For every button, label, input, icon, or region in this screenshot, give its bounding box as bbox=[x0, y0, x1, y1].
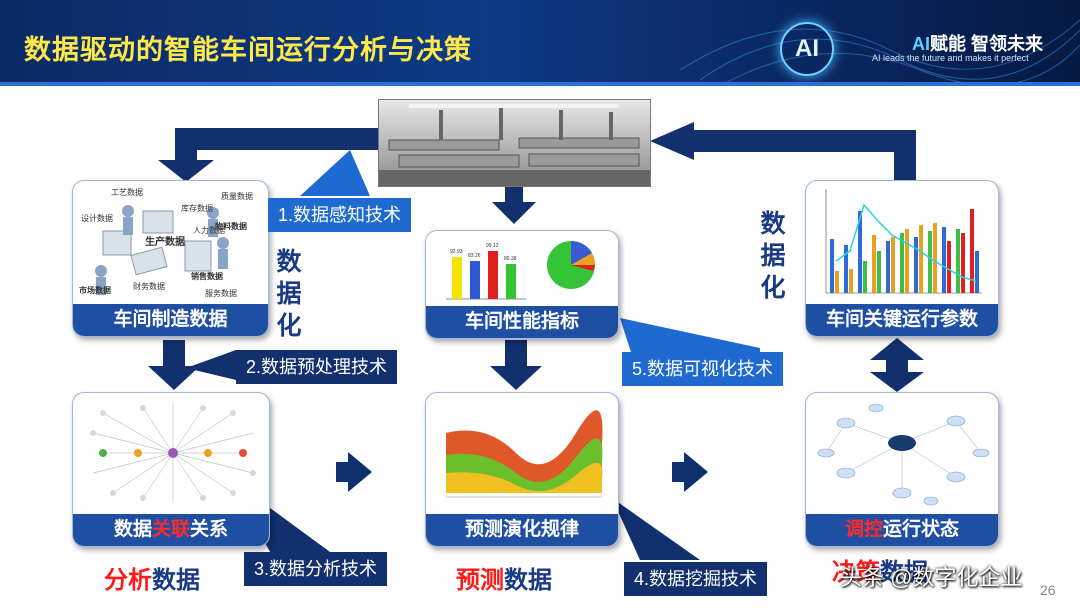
label-blue: 数据 bbox=[880, 559, 928, 586]
datafication-left: 数 据 化 bbox=[274, 246, 304, 342]
technique-sensing: 1.数据感知技术 bbox=[268, 198, 412, 232]
tag-production: 生产数据 bbox=[145, 235, 185, 248]
card-control-state: 调控运行状态 bbox=[805, 392, 999, 547]
tag-material: 物料数据 bbox=[215, 221, 247, 231]
bar-4 bbox=[506, 264, 516, 299]
factory-photo bbox=[378, 99, 651, 187]
vert-char: 数 bbox=[276, 248, 302, 276]
card-label: 数据关联关系 bbox=[73, 514, 269, 546]
brand-ai: AI bbox=[912, 34, 930, 54]
tag-quality: 质量数据 bbox=[221, 191, 253, 201]
label-post: 关系 bbox=[190, 519, 229, 540]
label-post: 运行状态 bbox=[883, 519, 960, 540]
tag-design: 设计数据 bbox=[81, 213, 113, 223]
tag-service: 服务数据 bbox=[205, 288, 237, 298]
brand-subtitle: AI leads the future and makes it perfect bbox=[872, 53, 1029, 63]
watermark: 头条 @数字化企业 bbox=[840, 565, 1023, 590]
label-red: 决策 bbox=[832, 559, 880, 586]
data-sources-illustration: 工艺数据 质量数据 设计数据 库存数据 人力数据 生产数据 物料数据 销售数据 … bbox=[73, 181, 268, 304]
vert-char: 数 bbox=[760, 210, 786, 238]
bar-1 bbox=[452, 257, 462, 299]
card-label: 车间关键运行参数 bbox=[806, 304, 998, 336]
technique-mining: 4.数据挖掘技术 bbox=[624, 562, 768, 596]
pie-chart bbox=[547, 240, 596, 289]
bar-3 bbox=[488, 251, 498, 299]
card-performance-indicators: 92.93 83.26 99.12 80.38 车间性能指标 bbox=[425, 230, 619, 339]
ai-badge-icon: AI bbox=[780, 22, 834, 76]
key-parameters-chart bbox=[806, 181, 998, 304]
analysis-data-label: 分析数据 bbox=[104, 560, 200, 595]
card-key-parameters: 车间关键运行参数 bbox=[805, 180, 999, 337]
vert-char: 据 bbox=[276, 280, 302, 308]
tag-sales: 销售数据 bbox=[191, 271, 223, 281]
vert-char: 化 bbox=[760, 274, 786, 302]
label-blue: 数据 bbox=[152, 567, 200, 594]
tag-finance: 财务数据 bbox=[133, 281, 165, 291]
header-banner: AI 数据驱动的智能车间运行分析与决策 AI赋能 智领未来 AI leads t… bbox=[0, 0, 1080, 86]
card-manufacturing-data: 工艺数据 质量数据 设计数据 库存数据 人力数据 生产数据 物料数据 销售数据 … bbox=[72, 180, 269, 337]
card-label: 调控运行状态 bbox=[806, 514, 998, 546]
tag-hr: 人力数据 bbox=[193, 225, 225, 235]
tag-market: 市场数据 bbox=[79, 285, 111, 295]
bar-value-2: 83.26 bbox=[468, 253, 481, 259]
technique-visualization: 5.数据可视化技术 bbox=[622, 352, 784, 386]
prediction-data-label: 预测数据 bbox=[456, 560, 552, 595]
label-pre: 数据 bbox=[113, 519, 152, 540]
performance-charts: 92.93 83.26 99.12 80.38 bbox=[426, 231, 618, 306]
decision-data-label: 决策数据 bbox=[832, 552, 928, 587]
vert-char: 据 bbox=[760, 242, 786, 270]
bar-group bbox=[452, 251, 516, 299]
bar-value-1: 92.93 bbox=[450, 249, 463, 255]
label-red: 分析 bbox=[104, 567, 152, 594]
stream-chart bbox=[426, 393, 618, 514]
label-highlight: 关联 bbox=[151, 519, 190, 540]
tag-inventory: 库存数据 bbox=[181, 203, 213, 213]
factory-floor-illustration bbox=[379, 104, 650, 186]
card-label: 车间制造数据 bbox=[73, 304, 268, 336]
bar-2 bbox=[470, 261, 480, 299]
page-title: 数据驱动的智能车间运行分析与决策 bbox=[24, 35, 472, 65]
bar-value-3: 99.12 bbox=[486, 243, 499, 249]
brand-rest: 赋能 智领未来 bbox=[930, 34, 1044, 54]
brand-slogan: AI赋能 智领未来 bbox=[912, 30, 1043, 56]
tech-swirl-decoration bbox=[679, 19, 1080, 86]
datafication-right: 数 据 化 bbox=[758, 208, 788, 304]
label-blue: 数据 bbox=[504, 567, 552, 594]
page-number: 26 bbox=[1040, 582, 1056, 598]
network-graph bbox=[73, 393, 269, 514]
label-highlight: 调控 bbox=[844, 519, 883, 540]
bar-value-4: 80.38 bbox=[504, 256, 517, 262]
technique-preprocessing: 2.数据预处理技术 bbox=[236, 350, 398, 384]
tag-process: 工艺数据 bbox=[111, 187, 143, 197]
card-data-association: 数据关联关系 bbox=[72, 392, 270, 547]
card-label: 车间性能指标 bbox=[426, 306, 618, 338]
card-label: 预测演化规律 bbox=[426, 514, 618, 546]
card-prediction: 预测演化规律 bbox=[425, 392, 619, 547]
knowledge-graph bbox=[806, 393, 998, 514]
technique-analysis: 3.数据分析技术 bbox=[244, 552, 388, 586]
label-red: 预测 bbox=[456, 567, 504, 594]
vert-char: 化 bbox=[276, 312, 302, 340]
